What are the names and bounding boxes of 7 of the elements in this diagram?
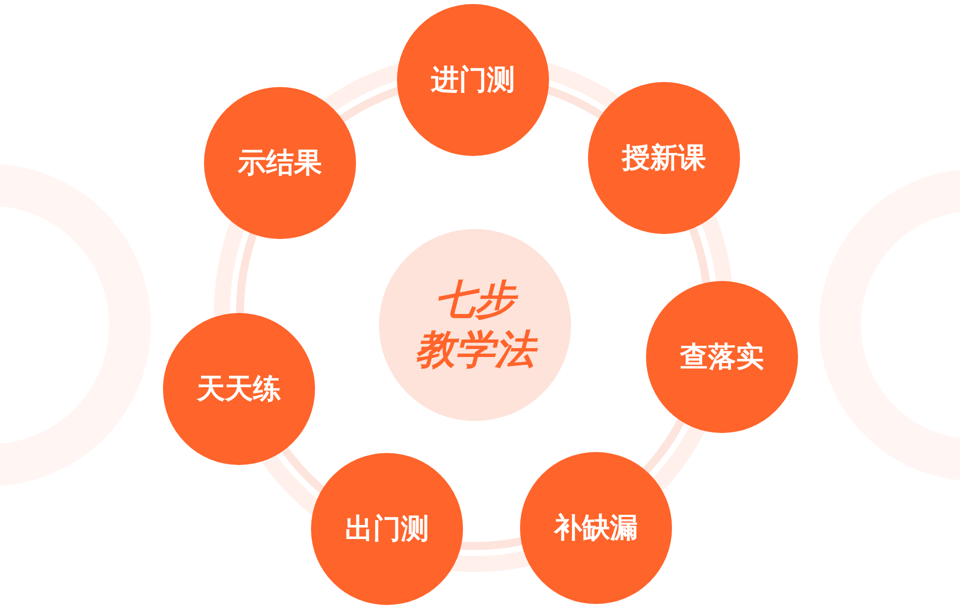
step-label: 授新课 [622,140,706,176]
step-label: 出门测 [345,511,429,547]
step-label: 查落实 [680,339,764,375]
step-label: 进门测 [431,62,515,98]
step-label: 补缺漏 [554,510,638,546]
step-label: 示结果 [238,145,322,181]
step-label: 天天练 [197,371,281,407]
